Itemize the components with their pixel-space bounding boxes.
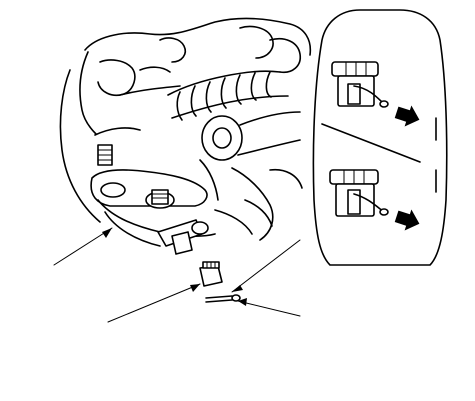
pointer-to-detail — [231, 239, 301, 293]
castle-nut — [199, 261, 223, 287]
cotter-pin — [205, 294, 241, 303]
mounting-bolts — [97, 144, 209, 255]
detail-inset — [312, 9, 448, 266]
arrow-right-icon — [394, 209, 420, 231]
detail-nut-2 — [329, 169, 420, 231]
pointer-castle-nut — [107, 283, 201, 323]
lower-control-arm — [90, 159, 303, 247]
leader-lines — [53, 227, 301, 323]
pointer-cotter-pin — [237, 300, 301, 317]
arrow-right-icon — [394, 105, 420, 127]
pointer-lower-arm — [53, 227, 113, 266]
knuckle-body — [59, 17, 312, 223]
detail-nut-1 — [331, 61, 420, 127]
drive-shaft-boot — [167, 70, 301, 161]
